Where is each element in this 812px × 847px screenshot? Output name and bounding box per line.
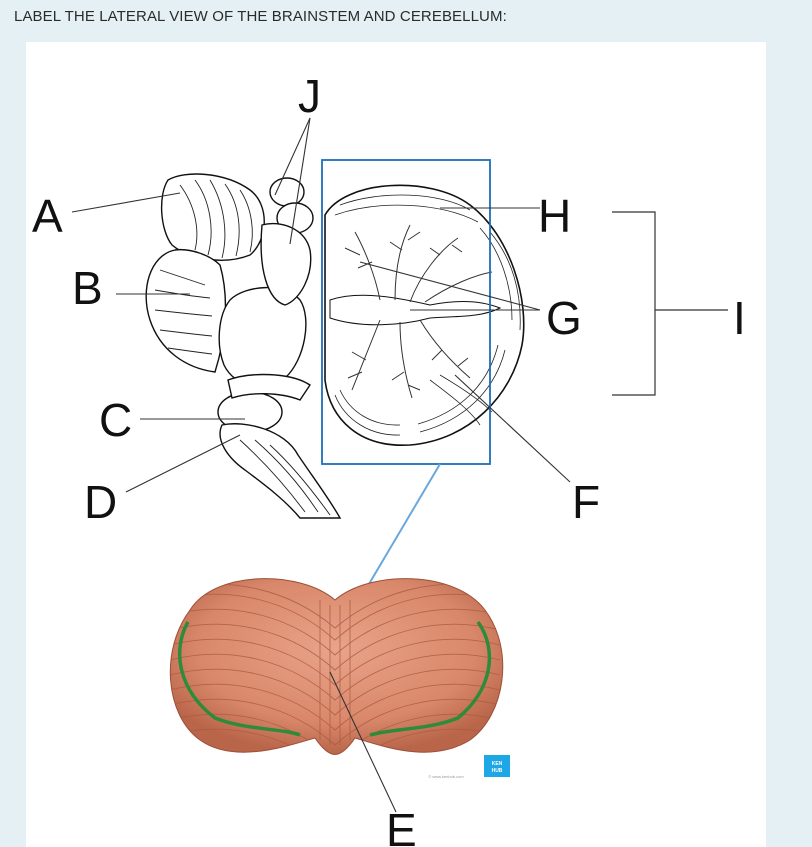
label-b: B [72,262,103,314]
leader-lines [71,117,571,813]
label-c: C [99,394,132,446]
label-j: J [298,70,321,122]
logo-text-1: KEN [492,761,503,767]
label-g: G [546,292,582,344]
horizontal-fissure [177,621,301,737]
label-a: A [32,190,63,242]
label-d: D [84,476,117,528]
logo-text-2: HUB [492,768,503,774]
kenhub-site: © www.kenhub.com [428,774,464,779]
highlight-frame [321,159,491,465]
cerebellum-posterior-view [169,578,504,755]
cerebellum-section [324,184,525,446]
question-text: LABEL THE LATERAL VIEW OF THE BRAINSTEM … [14,8,507,25]
label-i: I [733,292,746,344]
brainstem-drawing [145,173,342,519]
kenhub-logo [484,755,510,777]
bracket-i [612,211,728,396]
label-e: E [386,804,417,847]
label-h: H [538,190,571,242]
label-f: F [572,476,600,528]
brainstem-striations [154,179,331,516]
horizontal-fissure-right [369,620,492,737]
